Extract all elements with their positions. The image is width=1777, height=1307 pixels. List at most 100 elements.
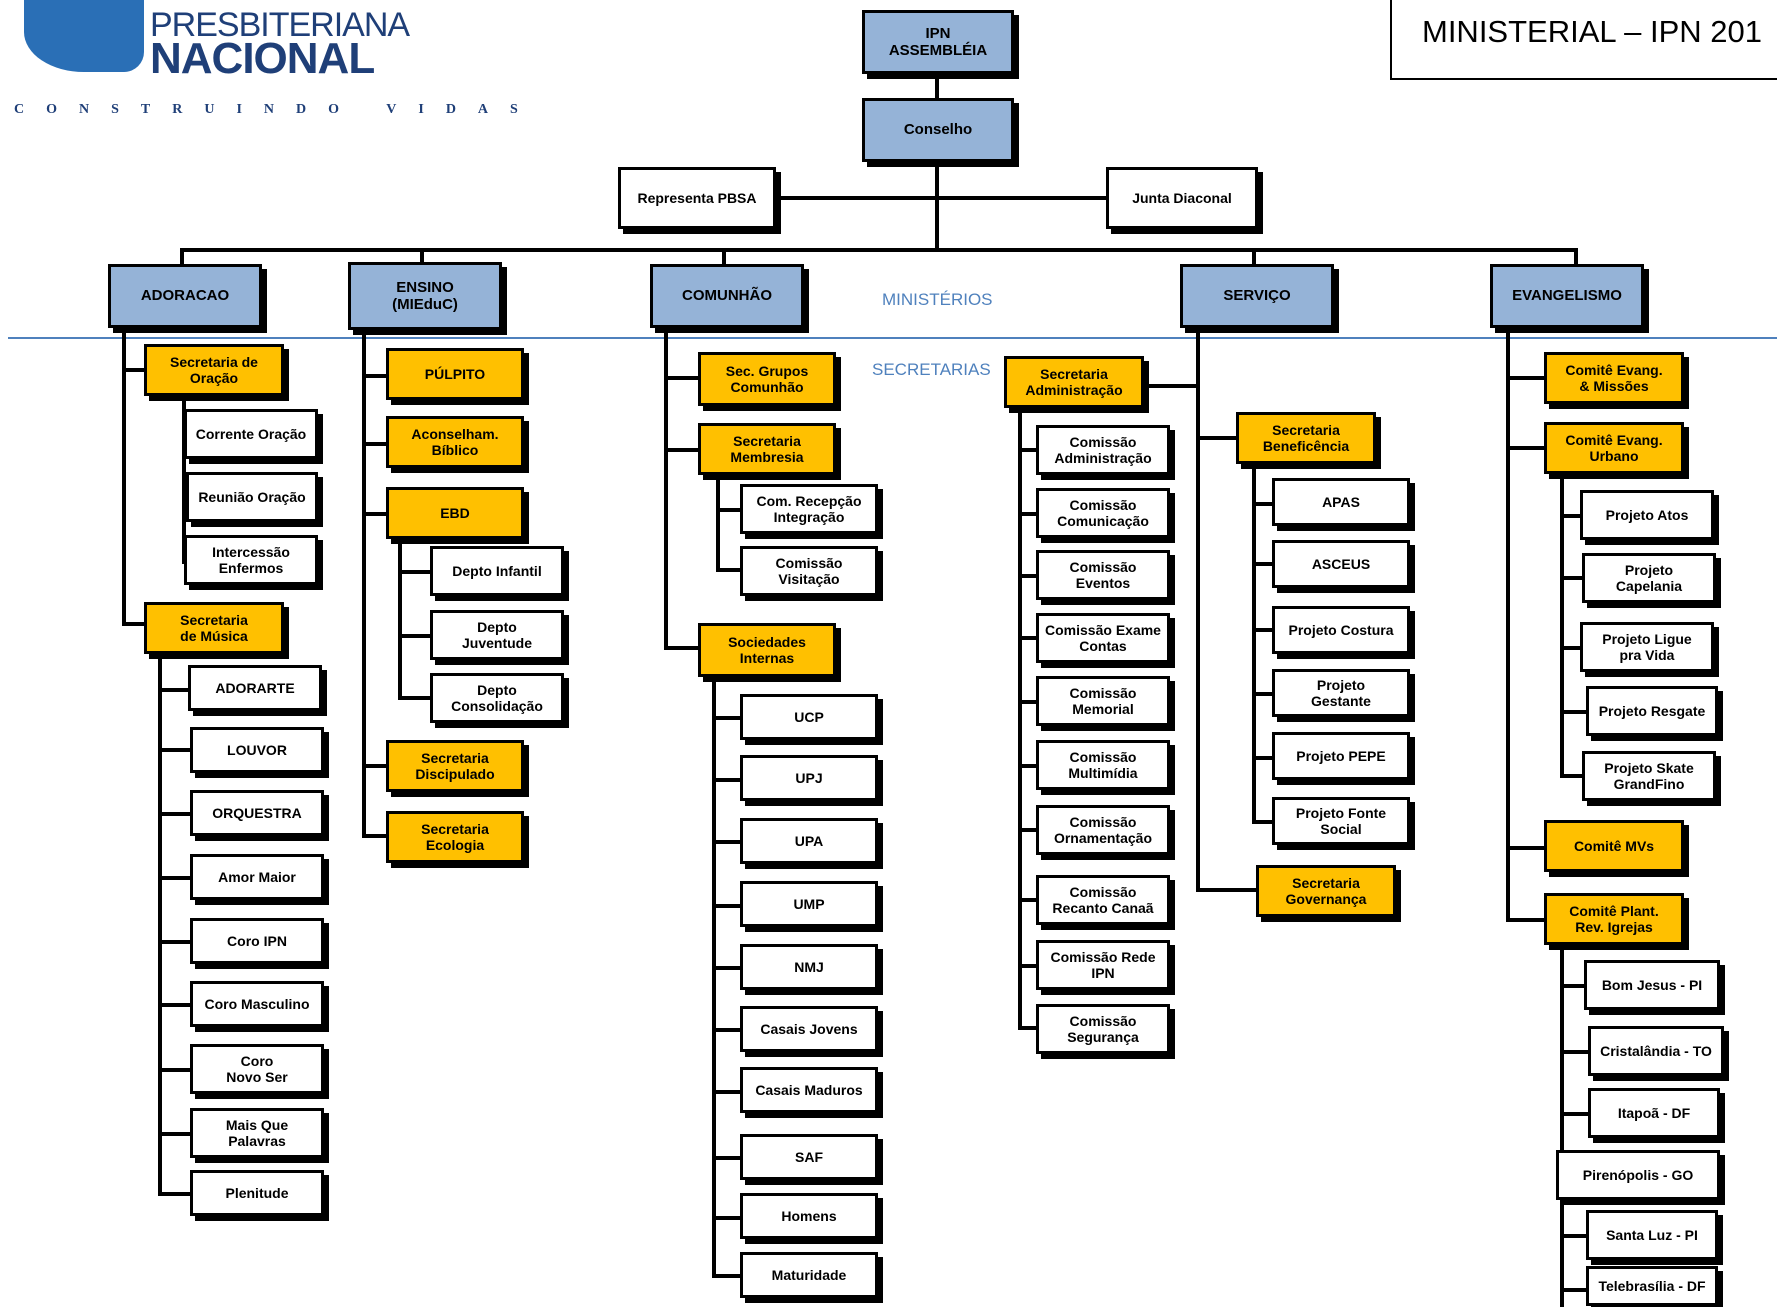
- connector-line: [1252, 562, 1272, 566]
- connector-line: [1560, 514, 1580, 518]
- connector-line: [935, 74, 939, 98]
- node-com-eventos: Comissão Eventos: [1036, 550, 1170, 600]
- node-conselho: Conselho: [862, 98, 1014, 162]
- connector-line: [776, 196, 938, 200]
- node-adorarte: ADORARTE: [188, 665, 322, 711]
- node-intercessao: Intercessão Enfermos: [184, 535, 318, 585]
- node-projeto-ligue: Projeto Ligue pra Vida: [1580, 622, 1714, 672]
- connector-line: [1018, 448, 1036, 452]
- secretarias-label: SECRETARIAS: [872, 360, 991, 379]
- connector-line: [122, 368, 144, 372]
- node-orquestra: ORQUESTRA: [190, 790, 324, 836]
- node-mais-que-palavras: Mais Que Palavras: [190, 1108, 324, 1158]
- node-evangelismo: EVANGELISMO: [1490, 264, 1644, 328]
- connector-line: [1560, 945, 1564, 1307]
- connector-line: [1560, 474, 1564, 776]
- connector-line: [712, 677, 716, 1275]
- connector-line: [122, 328, 126, 624]
- node-servico: SERVIÇO: [1180, 264, 1334, 328]
- connector-line: [1560, 576, 1582, 580]
- connector-line: [664, 646, 698, 650]
- connector-line: [1018, 574, 1036, 578]
- node-upa: UPA: [740, 818, 878, 864]
- connector-line: [1506, 446, 1544, 450]
- connector-line: [398, 696, 430, 700]
- connector-line: [712, 1274, 740, 1278]
- connector-line: [182, 396, 186, 564]
- connector-line: [158, 812, 190, 816]
- connector-line: [1018, 764, 1036, 768]
- node-nmj: NMJ: [740, 944, 878, 990]
- connector-line: [1560, 1234, 1586, 1238]
- node-reuniao-oracao: Reunião Oração: [186, 472, 318, 522]
- connector-line: [1574, 248, 1578, 264]
- title-frame: [1390, 0, 1777, 80]
- connector-line: [1018, 964, 1036, 968]
- connector-line: [1252, 248, 1256, 264]
- connector-line: [935, 196, 1106, 200]
- node-sec-discipulado: Secretaria Discipulado: [386, 740, 524, 792]
- node-depto-consolidacao: Depto Consolidação: [430, 673, 564, 723]
- connector-line: [1560, 710, 1586, 714]
- node-sec-governanca: Secretaria Governança: [1256, 865, 1396, 917]
- connector-line: [180, 248, 1578, 252]
- connector-line: [362, 512, 386, 516]
- connector-line: [712, 966, 740, 970]
- node-aconselham: Aconselham. Bíblico: [386, 416, 524, 468]
- connector-line: [1018, 828, 1036, 832]
- node-louvor: LOUVOR: [190, 727, 324, 773]
- connector-line: [420, 248, 424, 262]
- node-sociedades: Sociedades Internas: [698, 623, 836, 677]
- connector-line: [122, 622, 144, 626]
- node-projeto-fonte: Projeto Fonte Social: [1272, 797, 1410, 845]
- connector-line: [722, 248, 726, 264]
- node-depto-infantil: Depto Infantil: [430, 546, 564, 596]
- connector-line: [1018, 1026, 1036, 1030]
- connector-line: [716, 475, 720, 571]
- connector-line: [158, 1068, 190, 1072]
- connector-line: [158, 688, 188, 692]
- connector-line: [1560, 774, 1582, 778]
- connector-line: [1196, 328, 1200, 891]
- connector-line: [1506, 328, 1510, 922]
- node-comite-urbano: Comitê Evang. Urbano: [1544, 422, 1684, 474]
- ministries-separator-line: [8, 337, 1777, 339]
- node-projeto-pepe: Projeto PEPE: [1272, 732, 1410, 780]
- connector-line: [1018, 408, 1022, 1028]
- node-assembleia: IPN ASSEMBLÉIA: [862, 10, 1014, 74]
- connector-line: [712, 1216, 740, 1220]
- node-projeto-gestante: Projeto Gestante: [1272, 669, 1410, 717]
- node-comissao-visitacao: Comissão Visitação: [740, 546, 878, 596]
- connector-line: [712, 1090, 740, 1094]
- ministerios-label: MINISTÉRIOS: [882, 290, 993, 309]
- node-upa-jr: UPJ: [740, 755, 878, 801]
- connector-line: [1196, 888, 1256, 892]
- connector-line: [1506, 918, 1544, 922]
- connector-line: [935, 162, 939, 252]
- node-apas: APAS: [1272, 478, 1410, 526]
- connector-line: [712, 840, 740, 844]
- connector-line: [398, 634, 430, 638]
- connector-line: [712, 1156, 740, 1160]
- connector-line: [664, 328, 668, 650]
- node-ucp: UCP: [740, 694, 878, 740]
- node-sec-oracao: Secretaria de Oração: [144, 344, 284, 396]
- connector-line: [1252, 692, 1272, 696]
- node-casais-maduros: Casais Maduros: [740, 1067, 878, 1113]
- node-ump: UMP: [740, 881, 878, 927]
- connector-line: [1018, 512, 1036, 516]
- node-sec-ecologia: Secretaria Ecologia: [386, 811, 524, 863]
- connector-line: [1018, 898, 1036, 902]
- node-com-multimidia: Comissão Multimídia: [1036, 740, 1170, 790]
- node-itapoa: Itapoã - DF: [1588, 1088, 1720, 1138]
- connector-line: [398, 570, 430, 574]
- connector-line: [716, 568, 740, 572]
- node-plenitude: Plenitude: [190, 1170, 324, 1216]
- node-comite-missoes: Comitê Evang. & Missões: [1544, 352, 1684, 404]
- connector-line: [1196, 436, 1236, 440]
- connector-line: [1560, 1050, 1588, 1054]
- node-pbsa: Representa PBSA: [618, 167, 776, 229]
- connector-line: [664, 448, 698, 452]
- node-comunhao: COMUNHÃO: [650, 264, 804, 328]
